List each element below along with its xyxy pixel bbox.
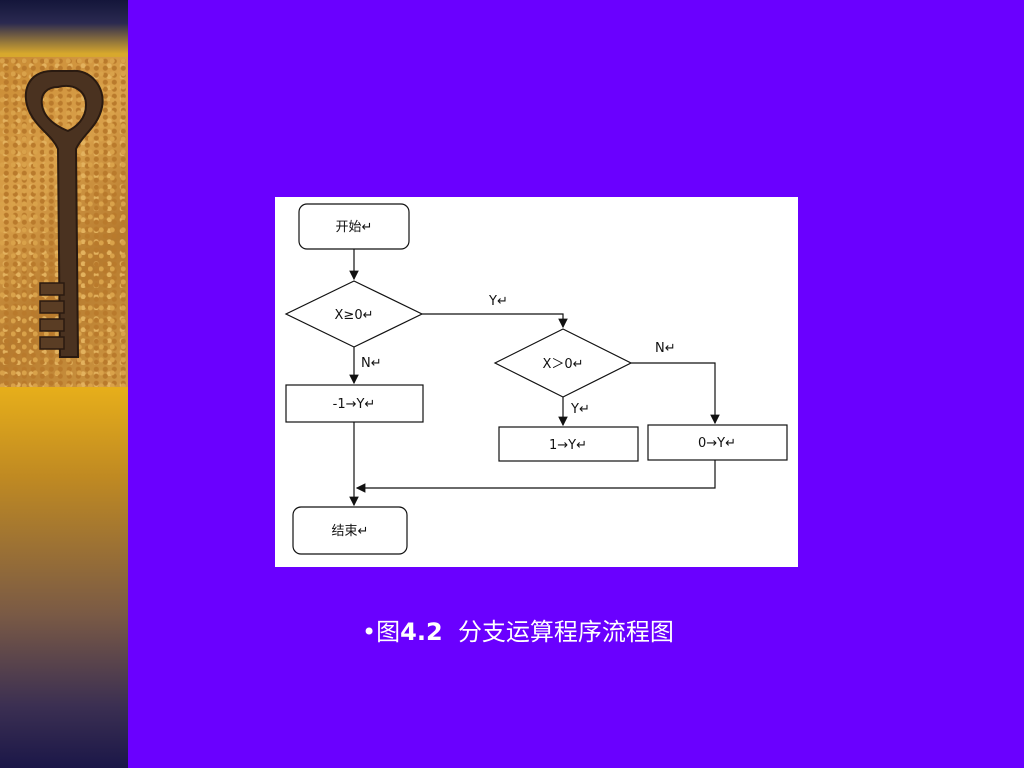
key-photo [0, 57, 128, 387]
cond2-yes-label: Y↵ [570, 402, 590, 417]
process-zero [647, 424, 788, 461]
flowchart-figure: 开始↵ X≥0↵ Y↵ N↵ -1→Y↵ X＞0↵ N↵ Y↵ 1→Y↵ 0→Y… [275, 197, 798, 567]
process-pos [498, 426, 639, 462]
cond2-no-label: N↵ [655, 341, 676, 356]
start-label: 开始↵ [336, 220, 373, 235]
key-icon [24, 69, 104, 358]
figure-caption: •图4.2 分支运算程序流程图 [362, 612, 782, 647]
caption-prefix: 图 [376, 618, 401, 646]
process-neg [285, 384, 424, 423]
process-zero-label: 0→Y↵ [698, 436, 736, 451]
flowchart: 开始↵ X≥0↵ Y↵ N↵ -1→Y↵ X＞0↵ N↵ Y↵ 1→Y↵ 0→Y… [284, 203, 788, 555]
sidebar-strip [0, 0, 128, 768]
end-label: 结束↵ [332, 524, 369, 539]
decision-2-label: X＞0↵ [542, 357, 583, 372]
decision-1-label: X≥0↵ [335, 308, 374, 323]
caption-number: 4.2 [400, 618, 443, 646]
cond1-no-label: N↵ [361, 356, 382, 371]
process-pos-label: 1→Y↵ [549, 438, 587, 453]
cond1-yes-label: Y↵ [488, 294, 508, 309]
caption-bullet: • [362, 618, 377, 646]
edge-zero-merge [355, 460, 716, 493]
process-neg-label: -1→Y↵ [333, 397, 376, 412]
edge-cond1-yes [422, 313, 568, 329]
edge-cond2-no [631, 362, 720, 425]
end-node [292, 506, 408, 555]
caption-title: 分支运算程序流程图 [457, 618, 674, 646]
